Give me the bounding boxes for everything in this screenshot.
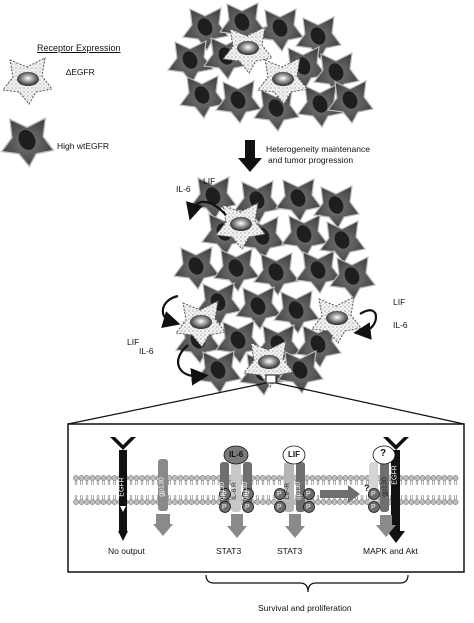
- gp130-label-left: gp130: [158, 477, 166, 497]
- phospho-label: P: [371, 504, 376, 511]
- cytokine-arrows: [161, 200, 377, 386]
- legend-title: Receptor Expression: [37, 43, 121, 53]
- bottom-tumor-cluster: [173, 176, 376, 396]
- summary-bracket: [205, 574, 409, 593]
- output-no-output: No output: [108, 546, 145, 556]
- output-mapk-akt: MAPK and Akt: [363, 546, 418, 556]
- lifr-label: LIF-R: [284, 482, 292, 500]
- zoom-callout: [67, 374, 465, 573]
- il6r-label: IL-6 R: [230, 482, 238, 500]
- lif-ligand: [282, 445, 306, 465]
- unknown-receptor-label: ?: [364, 483, 370, 493]
- cytokine-top-lif: LIF: [203, 176, 216, 186]
- output-stat3-lif: STAT3: [277, 546, 303, 556]
- gp130-receptor-no-output: [153, 459, 173, 536]
- phospho-label: P: [245, 504, 250, 511]
- egfr-label-right: EGFR: [391, 465, 399, 485]
- phospho-label: P: [371, 491, 376, 498]
- lif-receptor-complex: [282, 445, 306, 538]
- top-tumor-cluster: [167, 2, 374, 132]
- phospho-label: P: [245, 491, 250, 498]
- summary-label: Survival and proliferation: [258, 603, 352, 613]
- output-stat3-il6: STAT3: [216, 546, 242, 556]
- cytokine-left-lif: LIF: [127, 337, 140, 347]
- cytokine-right-il6: IL-6: [393, 320, 408, 330]
- egfr-receptor-no-output: [110, 437, 136, 541]
- legend-delta-egfr-label: ∆EGFR: [66, 67, 95, 77]
- transition-label-line1: Heterogeneity maintenance: [266, 144, 370, 154]
- legend-high-cell-icon: [1, 117, 55, 168]
- il6-ligand-label: IL-6: [229, 450, 244, 459]
- phospho-label: P: [277, 504, 282, 511]
- gp130-label-lif: gp130: [295, 481, 303, 501]
- il6-receptor-complex: [220, 445, 252, 538]
- transition-label-line2: and tumor progression: [268, 155, 354, 165]
- gp130-label-right: gp130: [381, 477, 389, 497]
- phospho-label: P: [306, 491, 311, 498]
- crosstalk-arrow: [320, 485, 360, 503]
- cytokine-right-lif: LIF: [393, 297, 406, 307]
- legend-delta-cell-icon: [2, 57, 53, 105]
- unknown-ligand: [372, 445, 396, 465]
- unknown-ligand-label: ?: [380, 448, 387, 459]
- il6-ligand: [223, 445, 249, 465]
- egfr-label-left: EGFR: [118, 477, 126, 497]
- lif-ligand-label: LIF: [288, 450, 300, 459]
- phospho-label: P: [222, 504, 227, 511]
- cytokine-left-il6: IL-6: [139, 346, 154, 356]
- legend-high-wtegfr-label: High wtEGFR: [57, 141, 109, 151]
- phospho-label: P: [306, 504, 311, 511]
- cytokine-top-il6: IL-6: [176, 184, 191, 194]
- phospho-label: P: [277, 491, 282, 498]
- phospho-label: P: [222, 491, 227, 498]
- progression-arrow: [238, 140, 262, 172]
